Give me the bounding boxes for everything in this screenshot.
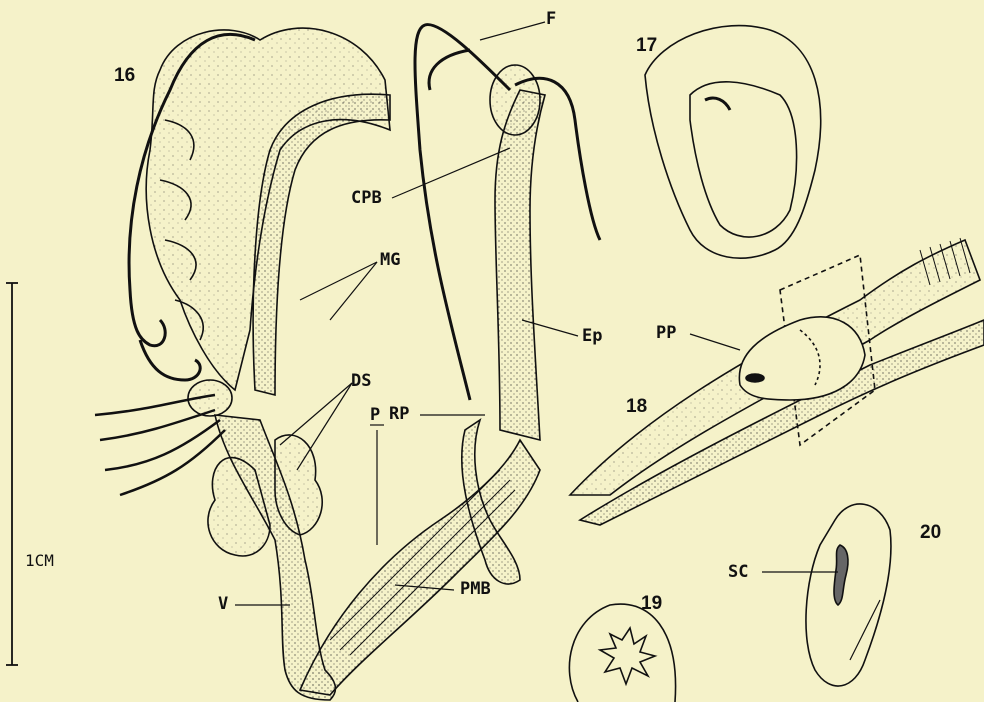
fig19-drawing [569,604,675,702]
fig17-outline [645,26,821,259]
label-stimulator: SC [728,564,748,581]
label-penis: P [370,407,380,424]
figure-number-18: 18 [626,397,647,416]
label-penial-papilla: PP [656,325,676,342]
label-mucous-glands: MG [380,252,400,269]
figure-number-20: 20 [920,523,941,542]
epiphallus [495,90,545,440]
fig19-outline [569,604,675,702]
dart-sac-right [275,435,322,535]
label-vagina: V [218,596,228,613]
scale-label: 1CM [25,553,54,569]
fig16-drawing [95,25,600,700]
fig17-drawing [645,26,821,259]
label-rp: RP [389,406,409,423]
stimulator [834,545,848,605]
label-dart-sacs: DS [351,373,371,390]
label-pmb: PMB [460,581,491,598]
fig17-inner [690,82,797,237]
fig19-lumen [600,628,655,684]
fig20-outline [806,504,891,686]
fig20-drawing [806,504,891,686]
figure-number-19: 19 [641,594,662,613]
figure-number-16: 16 [114,66,135,85]
label-epiphallus: Ep [582,328,602,345]
scale-bar [6,283,18,665]
figure-number-17: 17 [636,36,657,55]
label-cpb: CPB [351,190,382,207]
fig18-drawing [570,238,984,525]
label-flagellum: F [546,11,556,28]
